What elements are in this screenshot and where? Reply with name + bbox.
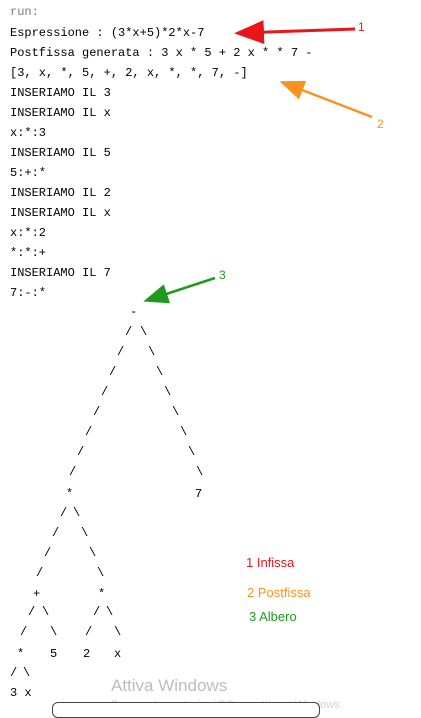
tree-node-two: 2 <box>83 647 91 661</box>
tree-branch: \ <box>81 526 89 540</box>
tree-node-plus: + <box>33 587 41 601</box>
console-line: INSERIAMO IL 2 <box>10 186 111 200</box>
tree-branch: / <box>44 546 52 560</box>
console-line: INSERIAMO IL 3 <box>10 86 111 100</box>
tree-branch: \ <box>42 605 50 619</box>
console-line: INSERIAMO IL 5 <box>10 146 111 160</box>
tree-branch: \ <box>156 365 164 379</box>
console-line: INSERIAMO IL x <box>10 106 111 120</box>
tree-node-multiply: * <box>66 487 74 501</box>
tree-branch: / <box>93 405 101 419</box>
tree-branch: / <box>28 605 36 619</box>
annotation-label-3: 3 <box>219 268 226 282</box>
console-line: INSERIAMO IL 7 <box>10 266 111 280</box>
tree-branch: / <box>117 345 125 359</box>
tree-branch: \ <box>140 325 148 339</box>
tree-branch: / <box>77 445 85 459</box>
tree-branch: \ <box>73 506 81 520</box>
tree-branch: / <box>60 506 68 520</box>
tree-branch: \ <box>97 566 105 580</box>
console-line: 5:+:* <box>10 166 47 180</box>
console-line: INSERIAMO IL x <box>10 206 111 220</box>
console-line-postfix: Postfissa generata : 3 x * 5 + 2 x * * 7… <box>10 46 313 60</box>
tree-branch: \ <box>50 625 58 639</box>
tree-node-multiply: * <box>98 587 106 601</box>
tree-branch: / <box>101 385 109 399</box>
activation-watermark-title: Attiva Windows <box>111 676 228 695</box>
tree-branch: \ <box>114 625 122 639</box>
annotation-label-2: 2 <box>377 117 384 131</box>
tree-branch: \ <box>172 405 180 419</box>
tree-branch: / <box>125 325 133 339</box>
tree-branch: \ <box>106 605 114 619</box>
tree-node-multiply: * <box>17 647 25 661</box>
tree-leaf-pair: 3 x <box>10 686 32 700</box>
arrow-red <box>234 20 356 45</box>
console-line-run: run: <box>10 5 39 19</box>
legend-item-albero: 3 Albero <box>249 609 297 624</box>
console-line-expression: Espressione : (3*x+5)*2*x-7 <box>10 26 205 40</box>
tree-branch: \ <box>188 445 196 459</box>
arrow-orange <box>279 80 373 119</box>
tree-branch: / <box>109 365 117 379</box>
tree-branch: / <box>93 605 101 619</box>
legend-item-postfissa: 2 Postfissa <box>247 585 311 600</box>
tree-branch: / <box>36 566 44 580</box>
tree-root-node: - <box>130 305 138 319</box>
tree-branch: / <box>85 625 93 639</box>
tree-branch: \ <box>164 385 172 399</box>
tree-branch: \ <box>148 345 156 359</box>
tree-branch: / <box>20 625 28 639</box>
input-bar[interactable] <box>52 702 320 718</box>
tree-branch: \ <box>180 425 188 439</box>
console-line: *:*:+ <box>10 246 47 260</box>
tree-branch: / <box>10 666 18 680</box>
console-line-token-list: [3, x, *, 5, +, 2, x, *, *, 7, -] <box>10 66 248 80</box>
console-line: x:*:2 <box>10 226 47 240</box>
tree-branch: / <box>85 425 93 439</box>
tree-branch: \ <box>89 546 97 560</box>
tree-node-five: 5 <box>50 647 58 661</box>
console-line: x:*:3 <box>10 126 47 140</box>
tree-node-seven: 7 <box>195 487 203 501</box>
tree-branch: / <box>69 465 77 479</box>
tree-node-x: x <box>114 647 122 661</box>
legend-item-infissa: 1 Infissa <box>246 555 295 570</box>
arrow-green <box>143 276 216 304</box>
tree-branch: \ <box>23 666 31 680</box>
tree-branch: / <box>52 526 60 540</box>
tree-branch: \ <box>196 465 204 479</box>
console-line: 7:-:* <box>10 286 47 300</box>
annotation-label-1: 1 <box>358 20 365 34</box>
